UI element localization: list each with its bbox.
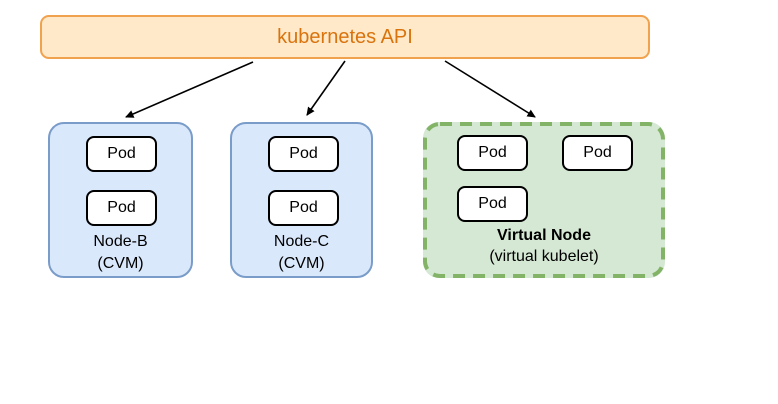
node-b-label: Node-B (CVM)	[50, 231, 191, 275]
virtual-node-label: Virtual Node (virtual kubelet)	[423, 225, 665, 267]
kubernetes-api-label: kubernetes API	[277, 26, 413, 48]
node-c-title: Node-C	[273, 233, 330, 250]
pod-label: Pod	[478, 195, 507, 212]
pod-box: Pod	[562, 135, 633, 171]
virtual-node-title: Virtual Node	[497, 227, 591, 244]
node-b-subtitle: (CVM)	[97, 255, 144, 272]
node-c-subtitle: (CVM)	[278, 255, 325, 272]
pod-label: Pod	[583, 144, 612, 161]
arrow-api-to-node-b	[125, 61, 254, 118]
pod-label: Pod	[107, 199, 136, 216]
pod-label: Pod	[478, 144, 507, 161]
pod-box: Pod	[86, 136, 157, 172]
arrow-api-to-virtual-node	[444, 60, 536, 118]
node-c-label: Node-C (CVM)	[232, 231, 371, 275]
node-b-title: Node-B	[93, 233, 148, 250]
virtual-node-box: Pod Pod Pod Virtual Node (virtual kubele…	[423, 122, 665, 278]
pod-label: Pod	[289, 199, 318, 216]
arrow-api-to-node-c	[306, 60, 346, 116]
node-b-box: Pod Pod Node-B (CVM)	[48, 122, 193, 278]
pod-box: Pod	[457, 135, 528, 171]
pod-box: Pod	[86, 190, 157, 226]
pod-box: Pod	[268, 190, 339, 226]
kubernetes-api-box: kubernetes API	[40, 15, 650, 59]
pod-box: Pod	[268, 136, 339, 172]
virtual-node-dashed-border	[423, 122, 665, 278]
pod-label: Pod	[289, 145, 318, 162]
node-c-box: Pod Pod Node-C (CVM)	[230, 122, 373, 278]
pod-label: Pod	[107, 145, 136, 162]
pod-box: Pod	[457, 186, 528, 222]
virtual-node-subtitle: (virtual kubelet)	[489, 248, 599, 265]
